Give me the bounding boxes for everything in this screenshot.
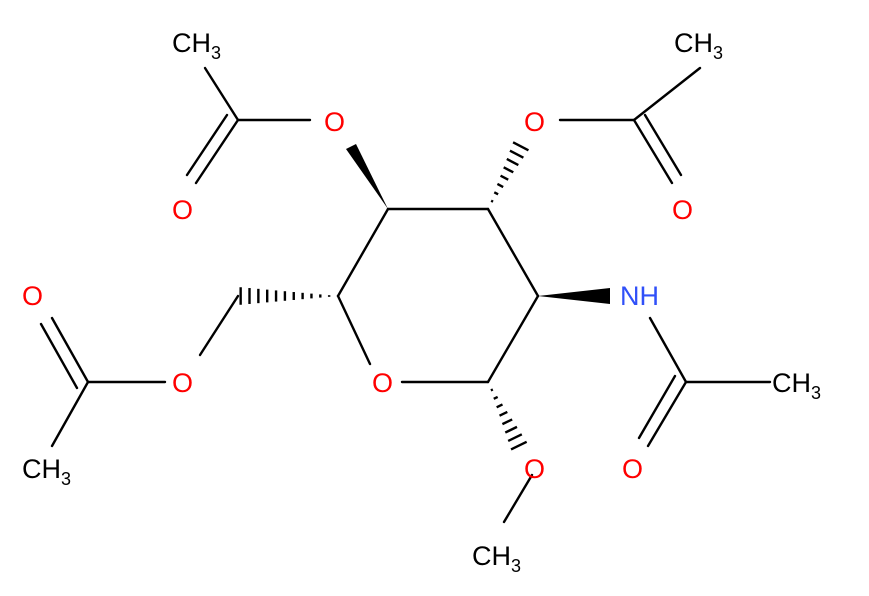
atom-ch3-top-right: CH3	[674, 28, 723, 63]
atom-labels: CH3 CH3 O O O O NH O CH3 O O O O CH3 CH3	[22, 28, 821, 576]
atom-o-ring: O	[372, 368, 393, 398]
hash-line	[493, 395, 499, 400]
hash-line	[501, 418, 513, 426]
wedge-bond-c4-o	[346, 144, 388, 209]
atom-ch3-bottom-left: CH3	[22, 454, 71, 489]
hash-line	[504, 425, 518, 434]
atom-o-carbonyl-c3: O	[672, 195, 693, 225]
bond-c-o-carbonyl-c4-b	[185, 113, 229, 177]
atom-o-ester-c6: O	[172, 368, 193, 398]
bond-c-o-carbonyl-c3-a	[632, 118, 674, 185]
hash-line	[499, 174, 509, 181]
hash-line	[506, 157, 519, 167]
bond-c-o-amide-b	[637, 374, 677, 440]
atom-ch3-methoxy: CH3	[472, 541, 521, 576]
hash-line	[490, 388, 494, 392]
bond-c5-c4	[336, 207, 390, 298]
bond-c-o-carbonyl-c6-b	[39, 322, 79, 390]
atom-o-ester-c3: O	[524, 107, 545, 137]
atom-ch3-top-left: CH3	[172, 28, 221, 63]
hashed-bond-c3-o	[490, 141, 530, 203]
bond-ch3-c-acetyl-c3	[632, 66, 702, 122]
hashed-bond-c5-c6	[239, 287, 331, 305]
atom-o-carbonyl-c4: O	[172, 195, 193, 225]
bond-c2-c1	[486, 294, 540, 384]
atom-ch3-nac: CH3	[772, 368, 821, 403]
hash-line	[498, 410, 508, 417]
atom-o-ester-c4: O	[324, 107, 345, 137]
bonds	[39, 66, 772, 524]
bond-c-o-carbonyl-c3-b	[643, 113, 683, 177]
atom-o-methoxy: O	[524, 454, 545, 484]
bond-n-c-amide	[648, 316, 688, 384]
hash-line	[509, 149, 524, 159]
hashed-bond-c1-o-methoxy	[490, 388, 528, 451]
atom-o-carbonyl-c6: O	[22, 281, 43, 311]
hashed-bonds	[239, 141, 530, 451]
hash-line	[496, 403, 504, 409]
bond-c-o-carbonyl-c6-a	[50, 316, 90, 384]
bond-ch3-c-acetyl-c4	[203, 66, 240, 122]
hash-line	[493, 191, 499, 196]
bond-c-o-carbonyl-c4-a	[194, 118, 240, 185]
stereo-bonds	[239, 141, 610, 451]
hash-line	[503, 166, 514, 174]
bond-o-ring-c5	[336, 294, 372, 366]
wedge-bond-c2-n	[538, 288, 610, 304]
atom-nh: NH	[620, 281, 659, 311]
bond-c6-o-ester	[198, 294, 240, 357]
bond-c3-c2	[486, 207, 540, 298]
hash-line	[510, 440, 528, 451]
hash-line	[490, 199, 494, 203]
hash-line	[512, 141, 530, 152]
atom-o-carbonyl-nac: O	[622, 454, 643, 484]
hash-line	[507, 433, 523, 443]
bond-o-ch3-methoxy	[502, 473, 534, 524]
bond-c-o-amide-a	[646, 380, 688, 448]
hash-line	[496, 182, 504, 189]
bond-c-ch3-acetyl-c6	[50, 380, 90, 448]
